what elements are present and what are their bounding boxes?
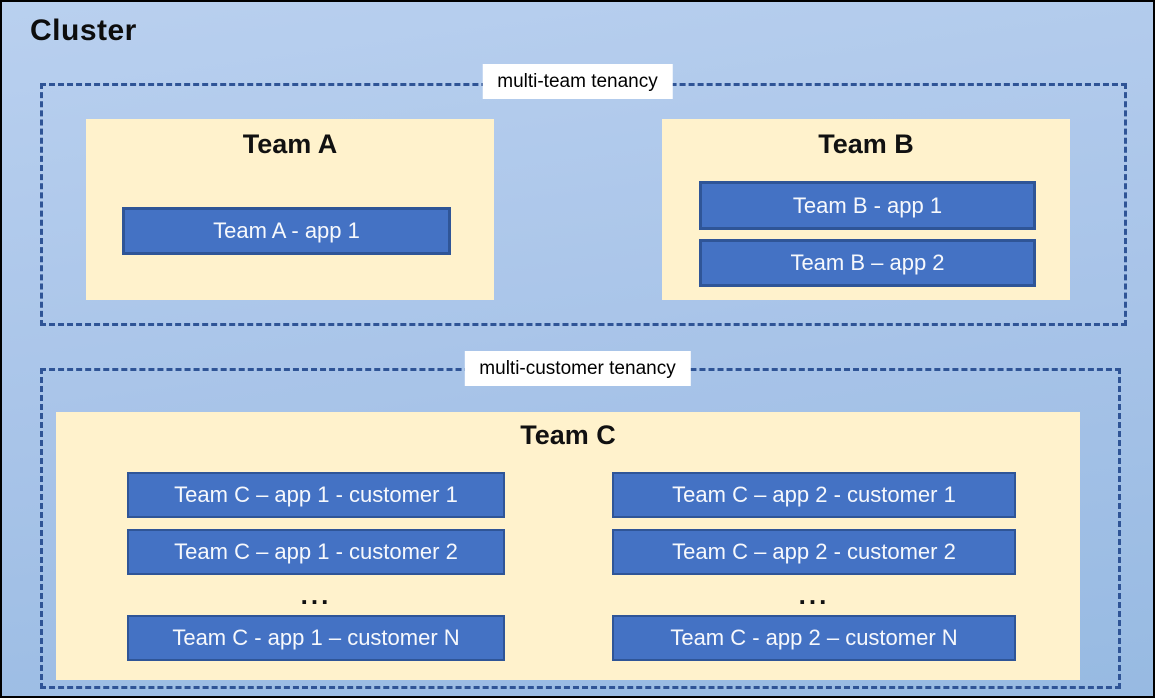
team-b-title: Team B (818, 129, 914, 159)
team-c-app2-column: Team C – app 2 - customer 1 Team C – app… (612, 472, 1016, 661)
team-c-title: Team C (520, 420, 616, 450)
team-c-app2-customer2-box: Team C – app 2 - customer 2 (612, 529, 1016, 575)
team-c-app1-customerN-box: Team C - app 1 – customer N (127, 615, 505, 661)
team-a-title: Team A (242, 129, 338, 159)
cluster-title: Cluster (30, 14, 137, 47)
team-c-app1-customer1-box: Team C – app 1 - customer 1 (127, 472, 505, 518)
team-a-panel: Team A Team A - app 1 (86, 119, 494, 300)
team-c-panel: Team C Team C – app 1 - customer 1 Team … (56, 412, 1080, 680)
team-c-app2-customerN-box: Team C - app 2 – customer N (612, 615, 1016, 661)
team-c-app1-ellipsis: ... (300, 580, 332, 610)
multi-team-tenancy-label: multi-team tenancy (482, 64, 673, 99)
team-a-app-1-box: Team A - app 1 (122, 207, 451, 255)
multi-customer-tenancy-label: multi-customer tenancy (464, 351, 691, 386)
team-b-app-2-box: Team B – app 2 (699, 239, 1036, 287)
team-c-app1-customer2-box: Team C – app 1 - customer 2 (127, 529, 505, 575)
team-c-app1-column: Team C – app 1 - customer 1 Team C – app… (127, 472, 505, 661)
team-b-panel: Team B Team B - app 1 Team B – app 2 (662, 119, 1070, 300)
team-c-app2-customer1-box: Team C – app 2 - customer 1 (612, 472, 1016, 518)
team-b-app-1-box: Team B - app 1 (699, 181, 1036, 230)
team-c-app2-ellipsis: ... (798, 580, 830, 610)
